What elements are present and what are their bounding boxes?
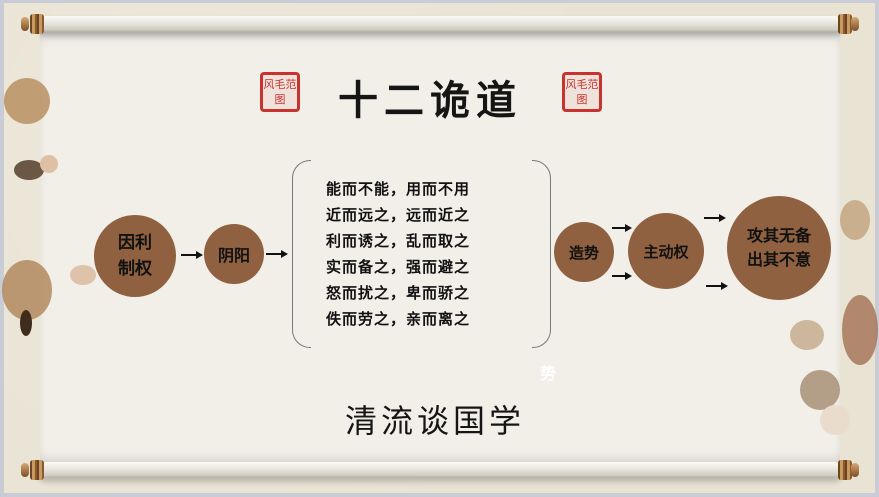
seal-char: 风 — [565, 78, 577, 91]
seal-char: 图 — [274, 93, 286, 106]
rod-cap-bottom-right — [851, 463, 859, 477]
seal-char: 范 — [587, 78, 599, 91]
footer-title: 清流谈国学 — [344, 402, 525, 440]
ghost-text: 势 — [540, 364, 557, 383]
node-yinli-zhiquan: 因利 制权 — [94, 215, 176, 297]
seal-char: 范 — [285, 78, 297, 91]
seal-stamp-right: 风毛范图 — [562, 72, 602, 112]
rod-cap-top-left — [21, 17, 29, 31]
node-text: 主动权 — [643, 242, 689, 261]
rod-knob-bottom-right — [838, 460, 852, 480]
arrow-icon — [181, 251, 203, 259]
rod-cap-top-right — [851, 17, 859, 31]
node-text: 造势 — [568, 243, 599, 262]
node-zaoshi: 造势 — [554, 222, 614, 282]
arrow-icon — [612, 224, 632, 232]
arrow-icon — [706, 282, 728, 290]
right-brace — [532, 160, 551, 348]
scroll-rod-top — [38, 16, 842, 32]
node-yinyang: 阴阳 — [204, 224, 264, 284]
node-text: 制权 — [118, 259, 152, 279]
arrow-icon — [704, 214, 726, 222]
arrow-icon — [612, 272, 632, 280]
verse-line: 怒而扰之，卑而骄之 — [326, 284, 471, 302]
rod-knob-bottom-left — [30, 460, 44, 480]
node-text: 出其不意 — [746, 250, 811, 269]
arrow-icon — [266, 250, 288, 258]
seal-char: 毛 — [274, 78, 286, 91]
rod-cap-bottom-left — [21, 463, 29, 477]
verse-line: 能而不能，用而不用 — [326, 180, 471, 198]
rod-knob-top-right — [838, 14, 852, 34]
verse-line: 利而诱之，乱而取之 — [326, 232, 471, 250]
node-text: 攻其无备 — [746, 226, 811, 245]
seal-stamp-left: 风毛范图 — [260, 72, 300, 112]
node-conclusion: 攻其无备 出其不意 — [727, 196, 831, 300]
scroll-rod-bottom — [38, 462, 842, 478]
verse-line: 实而备之，强而避之 — [326, 258, 471, 276]
seal-char: 风 — [263, 78, 275, 91]
left-brace — [292, 160, 311, 348]
seal-char: 图 — [576, 93, 588, 106]
page-title: 十二诡道 — [338, 77, 522, 124]
node-text: 因利 — [118, 233, 152, 253]
verse-line: 近而远之，远而近之 — [326, 206, 471, 224]
node-zhudongquan: 主动权 — [628, 213, 704, 289]
verse-list: 能而不能，用而不用 近而远之，远而近之 利而诱之，乱而取之 实而备之，强而避之 … — [326, 176, 531, 332]
seal-char: 毛 — [576, 78, 588, 91]
node-text: 阴阳 — [217, 246, 250, 265]
verse-line: 佚而劳之，亲而离之 — [326, 310, 471, 328]
rod-knob-top-left — [30, 14, 44, 34]
